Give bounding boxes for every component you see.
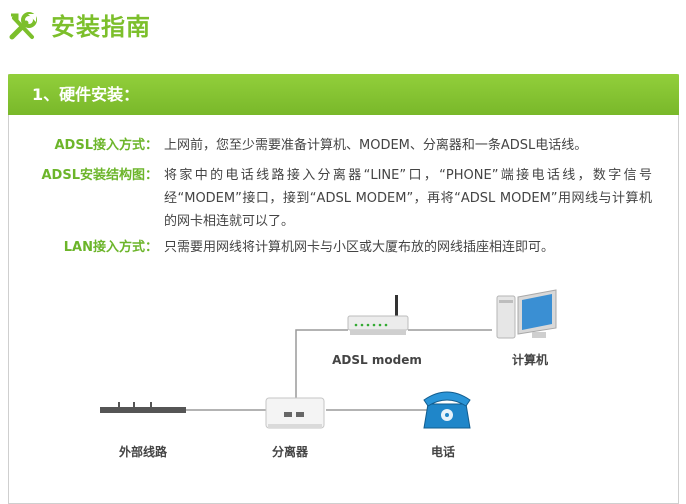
instruction-label: ADSL安装结构图：	[41, 168, 159, 183]
instruction-text: 将家中的电话线路接入分离器“LINE”口，“PHONE”端接电话线，数字信号经“…	[164, 168, 652, 229]
section-title: 1、硬件安装：	[32, 85, 140, 104]
content-panel	[8, 74, 679, 504]
instruction-text: 上网前，您至少需要准备计算机、MODEM、分离器和一条ADSL电话线。	[164, 138, 588, 153]
instruction-label: LAN接入方式：	[63, 240, 158, 255]
page-title: 安装指南	[51, 13, 151, 41]
tools-icon	[9, 12, 37, 40]
page-header: 安装指南	[0, 0, 686, 58]
section-header: 1、硬件安装：	[8, 74, 679, 115]
instruction-text: 只需要用网线将计算机网卡与小区或大厦布放的网线插座相连即可。	[164, 240, 555, 255]
instruction-label: ADSL接入方式：	[54, 138, 159, 153]
